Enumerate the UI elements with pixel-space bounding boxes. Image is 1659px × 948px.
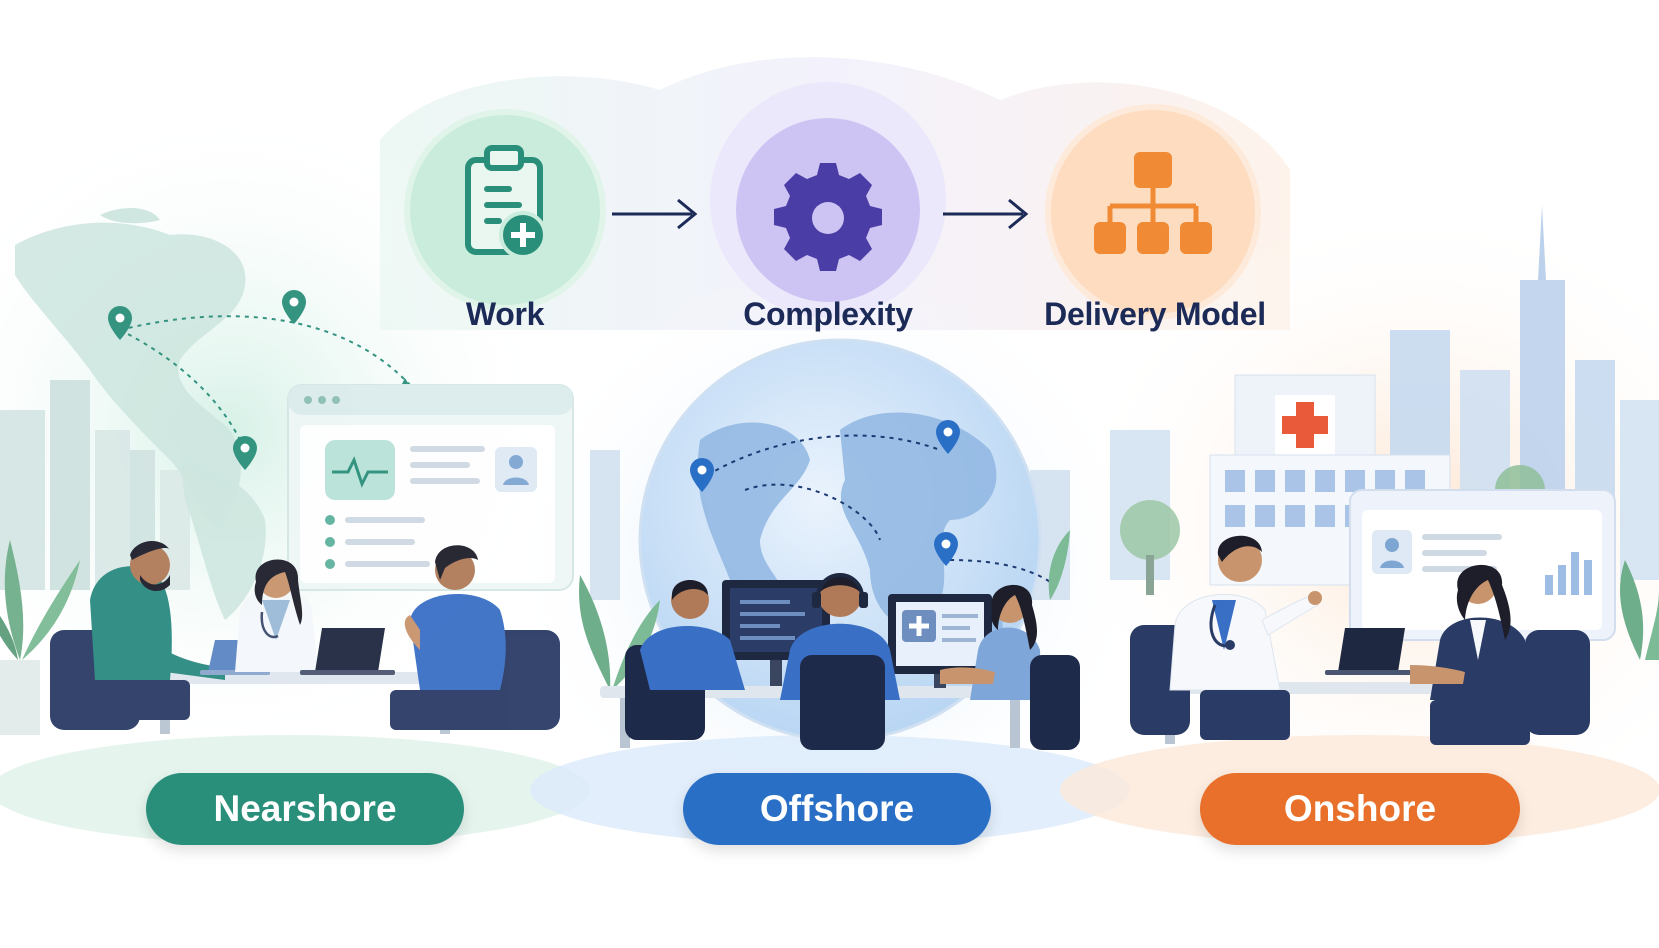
step-label-delivery-model: Delivery Model xyxy=(1044,296,1266,332)
onshore-scene xyxy=(1110,205,1659,745)
nearshore-scene xyxy=(0,208,574,735)
clipboard-medical-icon xyxy=(465,145,547,259)
step-label-work: Work xyxy=(465,296,545,332)
offshore-scene xyxy=(579,338,1080,750)
nearshore-pill: Nearshore xyxy=(146,773,464,845)
offshore-pill: Offshore xyxy=(683,773,991,845)
gear-icon xyxy=(774,163,882,271)
step-label-complexity: Complexity xyxy=(743,296,913,332)
hierarchy-icon xyxy=(1094,152,1212,254)
onshore-pill: Onshore xyxy=(1200,773,1520,845)
